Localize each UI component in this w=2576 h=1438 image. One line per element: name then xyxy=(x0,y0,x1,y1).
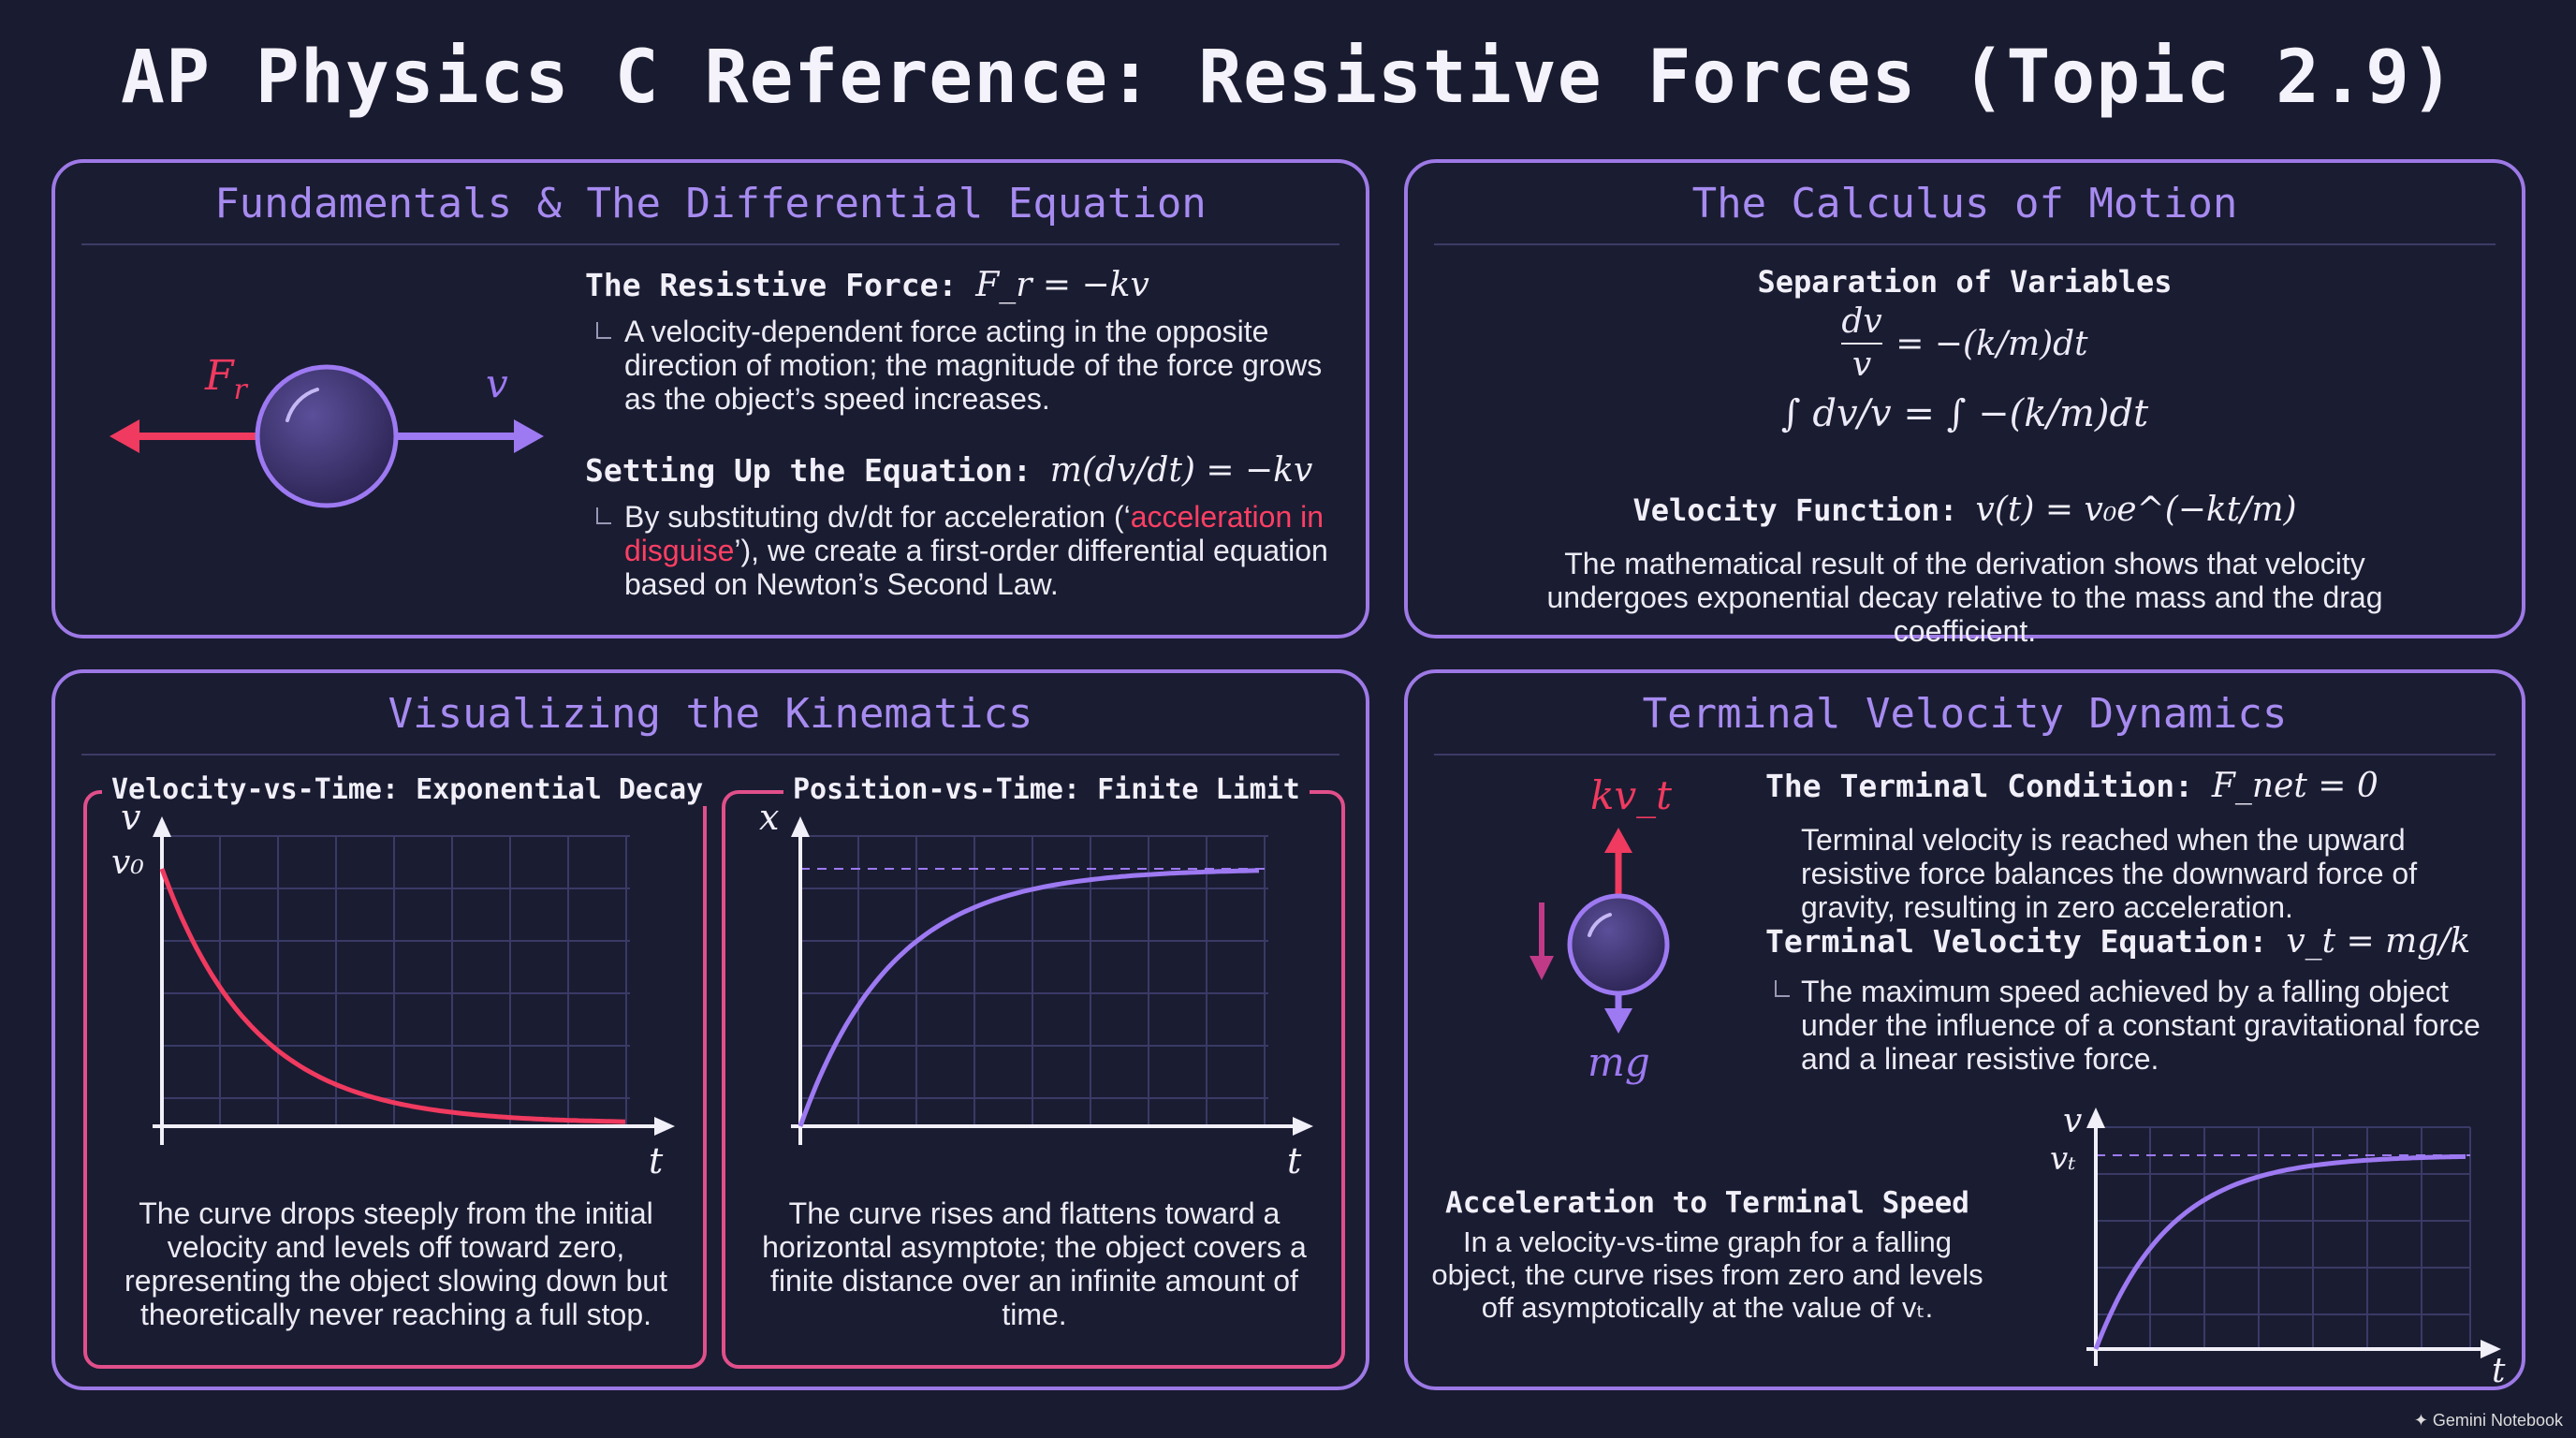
page-title: AP Physics C Reference: Resistive Forces… xyxy=(121,36,2455,120)
x-axis-label: t xyxy=(649,1140,664,1181)
terminal-equation-description: The maximum speed achieved by a falling … xyxy=(1801,975,2481,1076)
position-graph: x t xyxy=(759,797,1313,1181)
falling-ball xyxy=(1567,893,1670,996)
resistive-force-description: A velocity-dependent force acting in the… xyxy=(624,315,1323,416)
grid xyxy=(800,835,1268,1126)
terminal-condition-heading: The Terminal Condition: F_net = 0 xyxy=(1765,767,2378,805)
divider xyxy=(1434,243,2496,245)
panel-terminal-velocity: Terminal Velocity Dynamics kv_t mg The T… xyxy=(1404,669,2525,1390)
x-axis-label: t xyxy=(2492,1352,2506,1385)
acceleration-description: In a velocity-vs-time graph for a fallin… xyxy=(1431,1225,1983,1324)
terminal-velocity-graph: v vₜ t xyxy=(2050,1104,2506,1385)
terminal-equation-heading: Terminal Velocity Equation: v_t = mg/k xyxy=(1765,922,2471,961)
panel-fundamentals: Fundamentals & The Differential Equation… xyxy=(51,159,1369,638)
x-axis-arrowhead xyxy=(654,1117,675,1136)
setup-equation: m(dv/dt) = −kv xyxy=(1049,451,1313,490)
velocity-function-heading: Velocity Function: v(t) = v₀e^(−kt/m) xyxy=(1632,491,2297,529)
velocity-function-description: The mathematical result of the derivatio… xyxy=(1546,547,2383,648)
footer-brand: ✦ Gemini Notebook xyxy=(2413,1411,2563,1430)
resistive-force-heading: The Resistive Force: F_r = −kv xyxy=(585,266,1149,304)
velocity-label: v xyxy=(486,360,508,406)
position-graph-caption: The curve rises and flattens toward a ho… xyxy=(762,1196,1307,1331)
separation-equation-1: dv v = −(k/m)dt xyxy=(1841,302,2088,384)
falling-object-diagram: kv_t mg xyxy=(1530,772,1672,1085)
setup-equation-heading: Setting Up the Equation: m(dv/dt) = −kv xyxy=(585,451,1313,490)
terminal-condition-equation: F_net = 0 xyxy=(2211,767,2378,805)
x-axis-label: t xyxy=(1287,1140,1302,1181)
object-ball xyxy=(255,364,399,508)
terminal-condition-description: Terminal velocity is reached when the up… xyxy=(1801,823,2418,924)
position-graph-title: Position-vs-Time: Finite Limit xyxy=(783,773,1310,806)
ball-highlight xyxy=(285,388,319,422)
fraction-bar xyxy=(1841,343,1882,345)
x-axis-arrowhead xyxy=(1293,1117,1313,1136)
acceleration-heading: Acceleration to Terminal Speed xyxy=(1445,1186,1969,1220)
fraction: dv v xyxy=(1841,302,1882,384)
velocity-arrowhead xyxy=(514,419,544,453)
panel-kinematics: Visualizing the Kinematics Velocity-vs-T… xyxy=(51,669,1369,1390)
resistive-force-arrowhead xyxy=(1604,828,1632,853)
x-axis-arrowhead xyxy=(2481,1340,2501,1358)
velocity-graph-caption: The curve drops steeply from the initial… xyxy=(124,1196,667,1331)
down-force-label: mg xyxy=(1588,1039,1650,1085)
y-axis-arrowhead xyxy=(153,816,171,837)
velocity-decay-curve xyxy=(159,868,626,1124)
up-force-label: kv_t xyxy=(1590,772,1672,818)
grid xyxy=(2096,1126,2471,1349)
separation-equation-2: ∫ dv/v = ∫ −(k/m)dt xyxy=(1780,392,2149,435)
bullet-marker xyxy=(596,507,611,524)
position-curve xyxy=(798,868,1259,1127)
vt-label: vₜ xyxy=(2050,1140,2076,1178)
y-axis-label: v xyxy=(2063,1104,2082,1140)
y-axis-arrowhead xyxy=(2086,1108,2105,1128)
terminal-velocity-curve xyxy=(2093,1153,2466,1350)
motion-arrowhead xyxy=(1530,956,1554,980)
panel-terminal-header: Terminal Velocity Dynamics xyxy=(1642,690,2288,738)
separation-heading: Separation of Variables xyxy=(1757,264,2173,300)
grid xyxy=(162,835,630,1126)
resistive-force-equation: F_r = −kv xyxy=(975,266,1149,304)
panel-calculus-header: The Calculus of Motion xyxy=(1691,180,2238,227)
y-axis-label: x xyxy=(759,797,779,838)
velocity-graph-frame: Velocity-vs-Time: Exponential Decay xyxy=(83,773,713,1369)
y-axis-arrowhead xyxy=(791,816,810,837)
setup-equation-description: By substituting dv/dt for acceleration (… xyxy=(624,500,1328,601)
bullet-marker xyxy=(1775,980,1790,997)
force-diagram: Fr v xyxy=(110,352,544,508)
velocity-decay-graph: v v₀ t xyxy=(111,797,675,1181)
y-axis-label: v xyxy=(121,797,141,838)
panel-kinematics-header: Visualizing the Kinematics xyxy=(388,690,1033,738)
divider xyxy=(81,754,1339,756)
position-graph-frame: Position-vs-Time: Finite Limit xyxy=(722,773,1345,1369)
divider xyxy=(1434,754,2496,756)
ball-highlight xyxy=(1588,913,1612,937)
force-label: Fr xyxy=(204,352,249,406)
gravity-arrowhead xyxy=(1604,1008,1632,1034)
panel-calculus: The Calculus of Motion Separation of Var… xyxy=(1404,159,2525,648)
velocity-graph-title: Velocity-vs-Time: Exponential Decay xyxy=(102,773,713,806)
panel-fundamentals-header: Fundamentals & The Differential Equation xyxy=(214,180,1207,227)
bullet-marker xyxy=(596,322,611,339)
divider xyxy=(81,243,1339,245)
velocity-function-equation: v(t) = v₀e^(−kt/m) xyxy=(1975,491,2297,529)
highlight-phrase: acceleration in disguise xyxy=(624,500,1325,567)
terminal-velocity-equation: v_t = mg/k xyxy=(2286,922,2471,961)
y0-label: v₀ xyxy=(111,844,144,882)
resistive-force-arrowhead xyxy=(110,419,139,453)
